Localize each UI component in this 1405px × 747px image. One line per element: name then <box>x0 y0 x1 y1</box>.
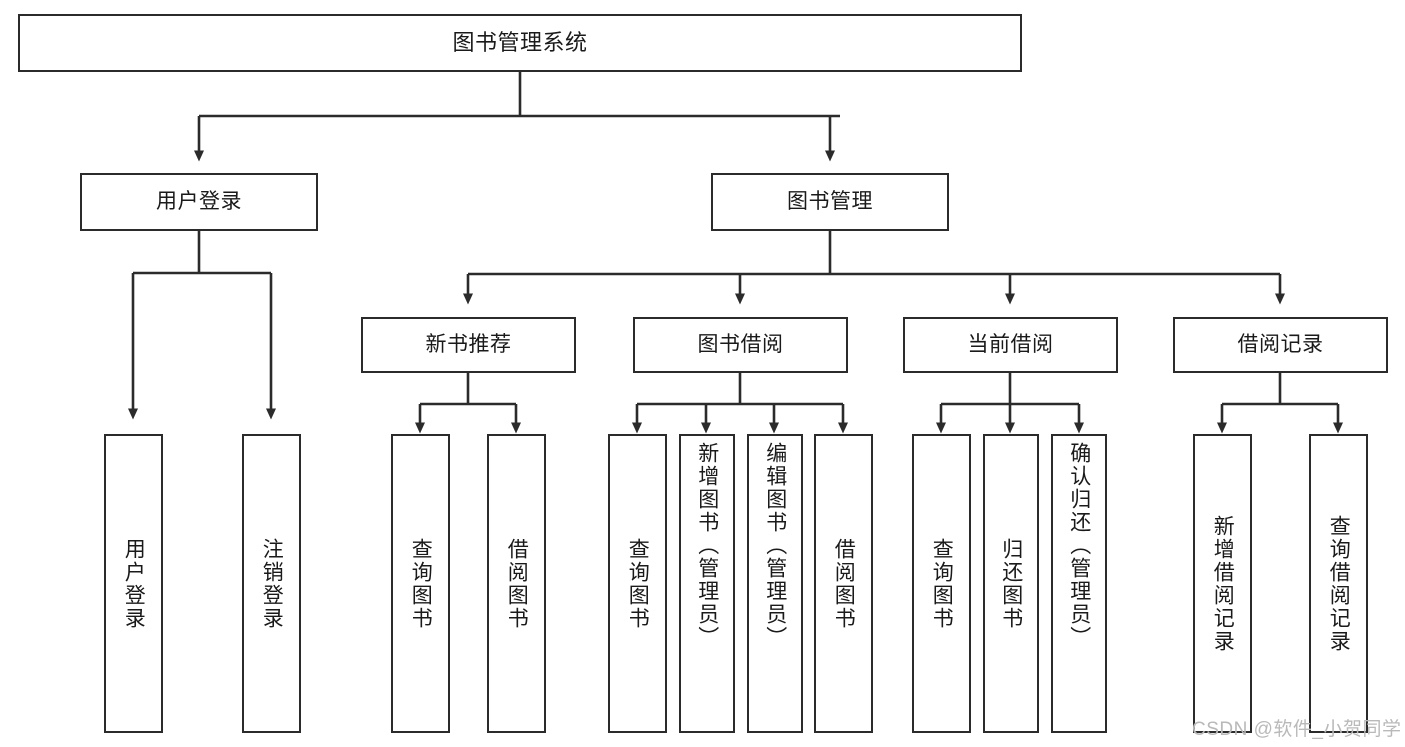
leaf-new-book-borrow-book[interactable]: 借阅图书 <box>487 434 546 733</box>
node-label: 借阅图书 <box>505 537 529 630</box>
leaf-book-borrow-edit-book-admin[interactable]: 编辑图书（管理员） <box>747 434 803 733</box>
node-label: 查询图书 <box>930 537 954 630</box>
leaf-user-login-logout[interactable]: 注销登录 <box>242 434 301 733</box>
node-book-borrow[interactable]: 图书借阅 <box>633 317 848 373</box>
node-label: 借阅图书 <box>832 537 856 630</box>
leaf-current-borrow-confirm-return-admin[interactable]: 确认归还（管理员） <box>1051 434 1107 733</box>
node-label: 图书管理系统 <box>452 30 588 56</box>
leaf-borrow-record-query-record[interactable]: 查询借阅记录 <box>1309 434 1368 733</box>
node-label: 查询图书 <box>409 537 433 630</box>
node-label: 查询借阅记录 <box>1327 514 1351 653</box>
leaf-current-borrow-return-book[interactable]: 归还图书 <box>983 434 1039 733</box>
leaf-current-borrow-query-book[interactable]: 查询图书 <box>912 434 971 733</box>
node-book-management[interactable]: 图书管理 <box>711 173 949 231</box>
node-label: 用户登录 <box>122 537 146 630</box>
node-new-book-recommend[interactable]: 新书推荐 <box>361 317 576 373</box>
node-label: 用户登录 <box>156 189 242 213</box>
node-label: 当前借阅 <box>967 332 1054 356</box>
node-label: 图书管理 <box>787 189 873 213</box>
leaf-book-borrow-query-book[interactable]: 查询图书 <box>608 434 667 733</box>
node-borrow-record[interactable]: 借阅记录 <box>1173 317 1388 373</box>
node-label: 新增借阅记录 <box>1211 514 1235 653</box>
node-label: 新增图书（管理员） <box>695 442 719 649</box>
leaf-borrow-record-add-record[interactable]: 新增借阅记录 <box>1193 434 1252 733</box>
node-label: 新书推荐 <box>425 332 512 356</box>
node-current-borrow[interactable]: 当前借阅 <box>903 317 1118 373</box>
leaf-book-borrow-add-book-admin[interactable]: 新增图书（管理员） <box>679 434 735 733</box>
node-label: 借阅记录 <box>1237 332 1324 356</box>
node-label: 归还图书 <box>999 537 1023 630</box>
node-label: 确认归还（管理员） <box>1067 442 1091 649</box>
node-label: 编辑图书（管理员） <box>763 442 787 649</box>
csdn-watermark: CSDN @软件_小贺同学 <box>1192 719 1402 740</box>
node-label: 注销登录 <box>260 537 284 630</box>
node-label: 图书借阅 <box>697 332 784 356</box>
leaf-new-book-query-book[interactable]: 查询图书 <box>391 434 450 733</box>
leaf-book-borrow-borrow-book[interactable]: 借阅图书 <box>814 434 873 733</box>
node-user-login[interactable]: 用户登录 <box>80 173 318 231</box>
node-label: 查询图书 <box>626 537 650 630</box>
leaf-user-login-login[interactable]: 用户登录 <box>104 434 163 733</box>
node-root-book-management-system[interactable]: 图书管理系统 <box>18 14 1022 72</box>
